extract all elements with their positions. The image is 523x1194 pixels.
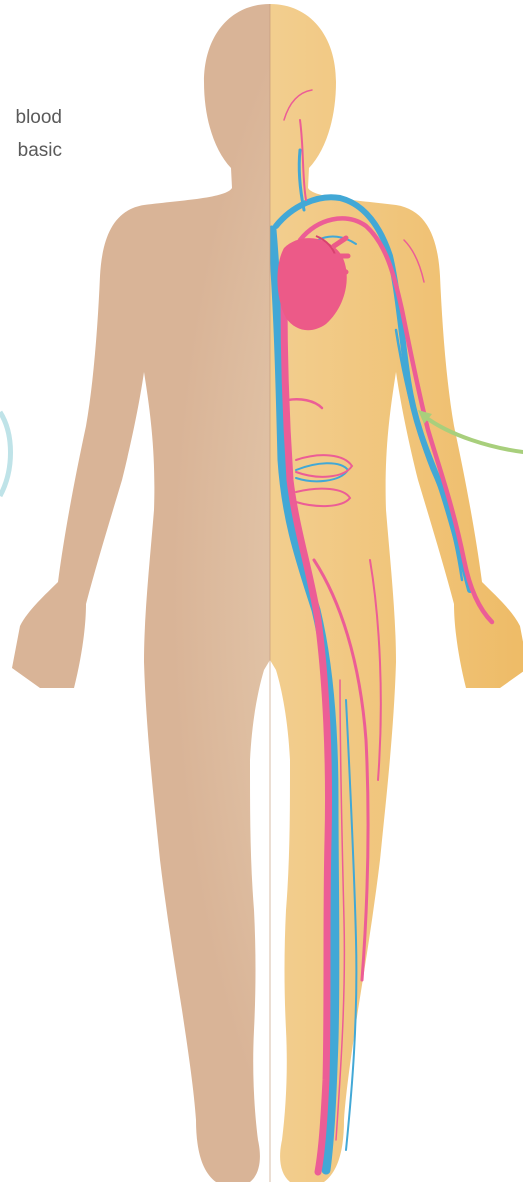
edge-circle-fragment bbox=[0, 412, 11, 496]
left-body-half bbox=[12, 4, 523, 1182]
